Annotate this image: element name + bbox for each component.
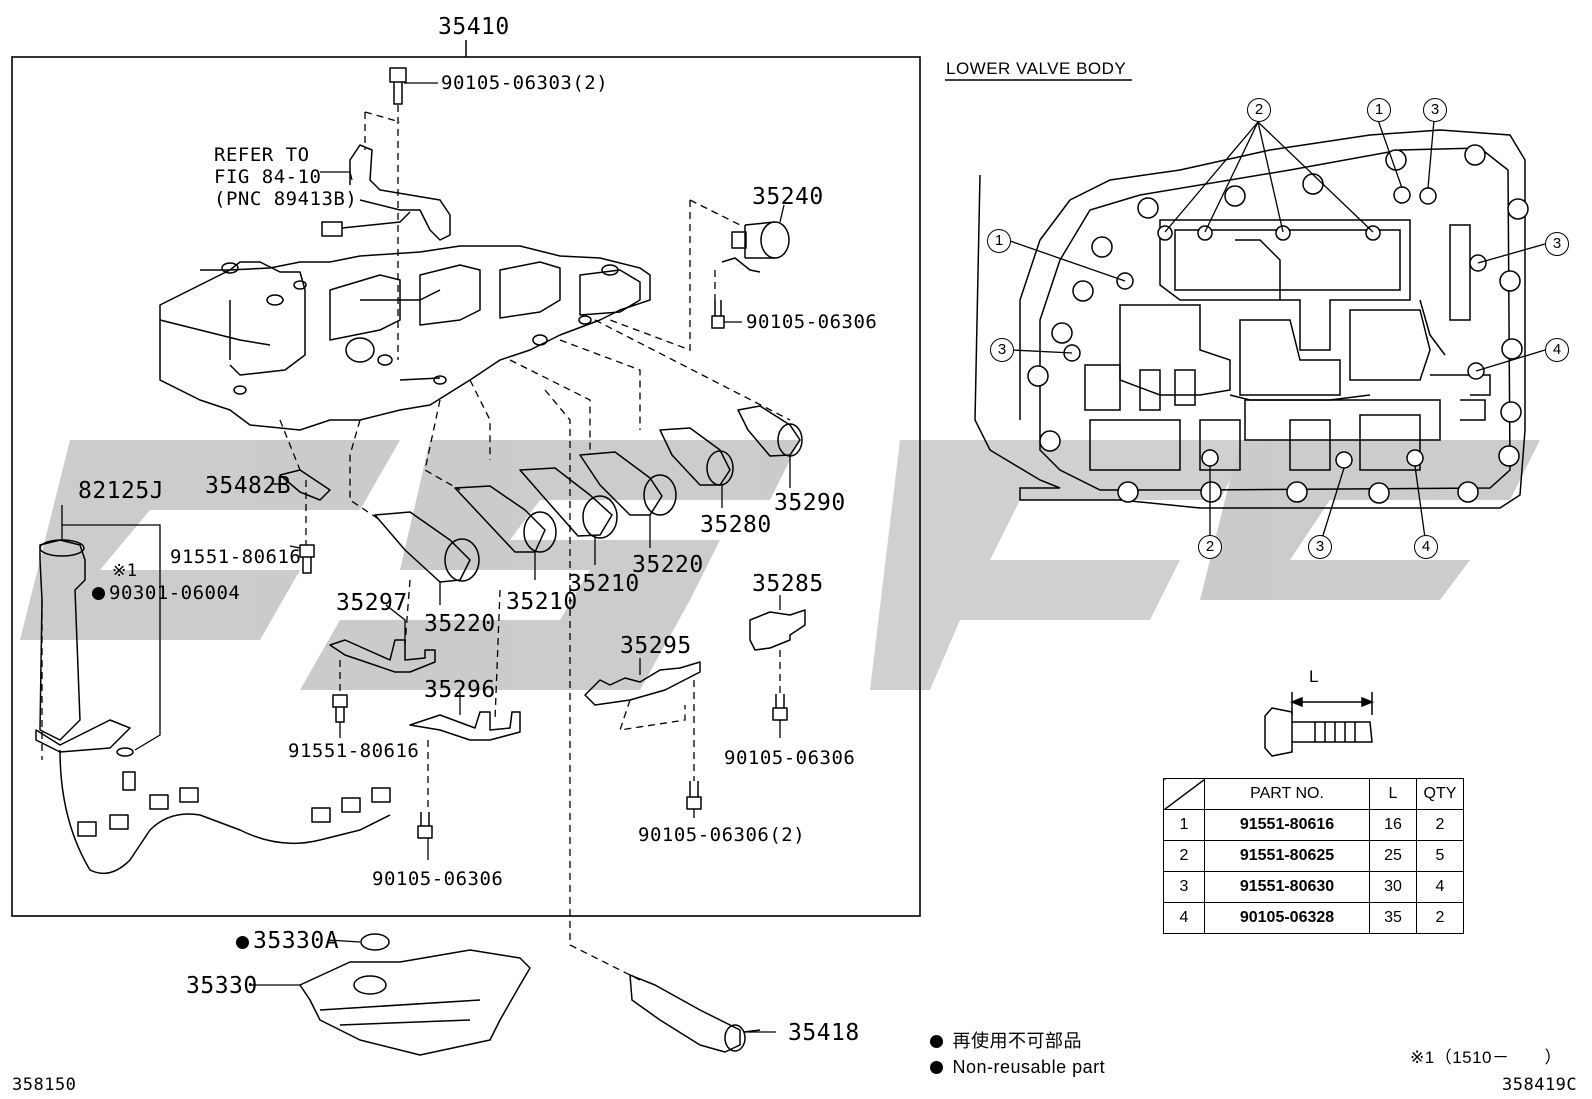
callout-35240[interactable]: 35240 (752, 184, 824, 210)
lower-valve-body-title: LOWER VALVE BODY (946, 59, 1127, 78)
non-reusable-dot-icon (92, 587, 105, 600)
callout-bolt-91551-b[interactable]: 91551-80616 (288, 740, 420, 762)
callout-35210-right[interactable]: 35210 (568, 571, 640, 597)
table-row: 4 90105-06328 35 2 (1163, 902, 1464, 934)
table-header-part-no: PART NO. (1204, 778, 1370, 810)
non-reusable-dot-icon (930, 1061, 943, 1074)
callout-35330[interactable]: 35330 (186, 973, 258, 999)
callout-35290[interactable]: 35290 (774, 490, 846, 516)
row-part-no[interactable]: 91551-80630 (1204, 871, 1370, 903)
marker-3-top[interactable]: 3 (1423, 98, 1447, 122)
row-length: 35 (1369, 902, 1417, 934)
marker-4-right[interactable]: 4 (1545, 338, 1569, 362)
watermark-logo (20, 440, 1540, 690)
callout-bolt-90105-d[interactable]: 90105-06306(2) (638, 824, 806, 846)
callout-82125j[interactable]: 82125J (78, 478, 165, 504)
row-part-no[interactable]: 91551-80625 (1204, 840, 1370, 872)
callout-35295[interactable]: 35295 (620, 633, 692, 659)
footer-right-code: 358419C (1502, 1075, 1578, 1095)
callout-bolt-top[interactable]: 90105-06303(2) (441, 72, 609, 94)
legend-en-text: Non-reusable part (952, 1057, 1106, 1077)
callout-35220-right[interactable]: 35220 (632, 552, 704, 578)
marker-3-bottom[interactable]: 3 (1308, 535, 1332, 559)
marker-1-left[interactable]: 1 (987, 229, 1011, 253)
row-qty: 5 (1416, 840, 1464, 872)
callout-35210-left[interactable]: 35210 (506, 589, 578, 615)
row-length: 25 (1369, 840, 1417, 872)
callout-35330a[interactable]: 35330A (236, 928, 339, 954)
row-index: 4 (1163, 902, 1205, 934)
callout-35280[interactable]: 35280 (700, 512, 772, 538)
oring-part-number: 35330A (253, 928, 340, 954)
non-reusable-dot-icon (236, 936, 249, 949)
bolt-table: PART NO. L QTY 1 91551-80616 16 2 2 9155… (1163, 778, 1464, 934)
legend-en: Non-reusable part (930, 1056, 1105, 1078)
lower-body-bolt-holes (1027, 144, 1529, 504)
callout-bolt-90105-b[interactable]: 90105-06306 (372, 868, 504, 890)
refer-note-line1: REFER TO (214, 144, 310, 166)
marker-3-left[interactable]: 3 (990, 338, 1014, 362)
marker-2-bottom[interactable]: 2 (1198, 535, 1222, 559)
note-range: ※1（1510－ ） (1410, 1048, 1563, 1067)
non-reusable-dot-icon (930, 1035, 943, 1048)
marker-4-bottom[interactable]: 4 (1414, 535, 1438, 559)
callout-bolt-35240[interactable]: 90105-06306 (746, 311, 878, 333)
marker-1-top[interactable]: 1 (1367, 98, 1391, 122)
row-part-no[interactable]: 90105-06328 (1204, 902, 1370, 934)
refer-note-line3: (PNC 89413B) (214, 188, 358, 210)
note-mark: ※1 (112, 561, 138, 581)
callout-35418[interactable]: 35418 (788, 1020, 860, 1046)
dashed-leaders (41, 105, 791, 981)
lower-valve-body-drawing (974, 129, 1526, 509)
row-length: 16 (1369, 809, 1417, 841)
row-index: 2 (1163, 840, 1205, 872)
table-header-qty: QTY (1416, 778, 1464, 810)
table-row: 2 91551-80625 25 5 (1163, 840, 1464, 872)
callout-35296[interactable]: 35296 (424, 677, 496, 703)
valve-body-drawing (35, 67, 806, 1056)
callout-bolt-91551-a[interactable]: 91551-80616 (170, 546, 302, 568)
callout-35482b[interactable]: 35482B (205, 473, 292, 499)
main-part-number[interactable]: 35410 (438, 14, 510, 40)
callout-35285[interactable]: 35285 (752, 571, 824, 597)
row-qty: 4 (1416, 871, 1464, 903)
table-header-corner (1163, 778, 1205, 810)
seal-part-number: 90301-06004 (109, 582, 241, 604)
row-qty: 2 (1416, 902, 1464, 934)
table-row: 1 91551-80616 16 2 (1163, 809, 1464, 841)
legend-jp-text: 再使用不可部品 (952, 1031, 1083, 1051)
refer-note-line2[interactable]: FIG 84-10 (214, 166, 322, 188)
marker-2-top[interactable]: 2 (1247, 98, 1271, 122)
leaders (61, 82, 791, 1033)
table-header-row: PART NO. L QTY (1163, 778, 1464, 810)
row-index: 3 (1163, 871, 1205, 903)
bolt-length-label: L (1309, 667, 1319, 686)
callout-35220-left[interactable]: 35220 (424, 611, 496, 637)
marker-3-right[interactable]: 3 (1545, 232, 1569, 256)
row-qty: 2 (1416, 809, 1464, 841)
bolt-length-figure (1264, 692, 1375, 757)
row-length: 30 (1369, 871, 1417, 903)
table-row: 3 91551-80630 30 4 (1163, 871, 1464, 903)
row-index: 1 (1163, 809, 1205, 841)
marker-leaders (1009, 119, 1546, 546)
callout-35297[interactable]: 35297 (336, 590, 408, 616)
legend-jp: 再使用不可部品 (930, 1030, 1082, 1052)
callout-seal[interactable]: 90301-06004 (92, 582, 240, 604)
callout-bolt-90105-c[interactable]: 90105-06306 (724, 747, 856, 769)
row-part-no[interactable]: 91551-80616 (1204, 809, 1370, 841)
table-header-length: L (1369, 778, 1417, 810)
footer-left-code: 358150 (12, 1075, 77, 1095)
